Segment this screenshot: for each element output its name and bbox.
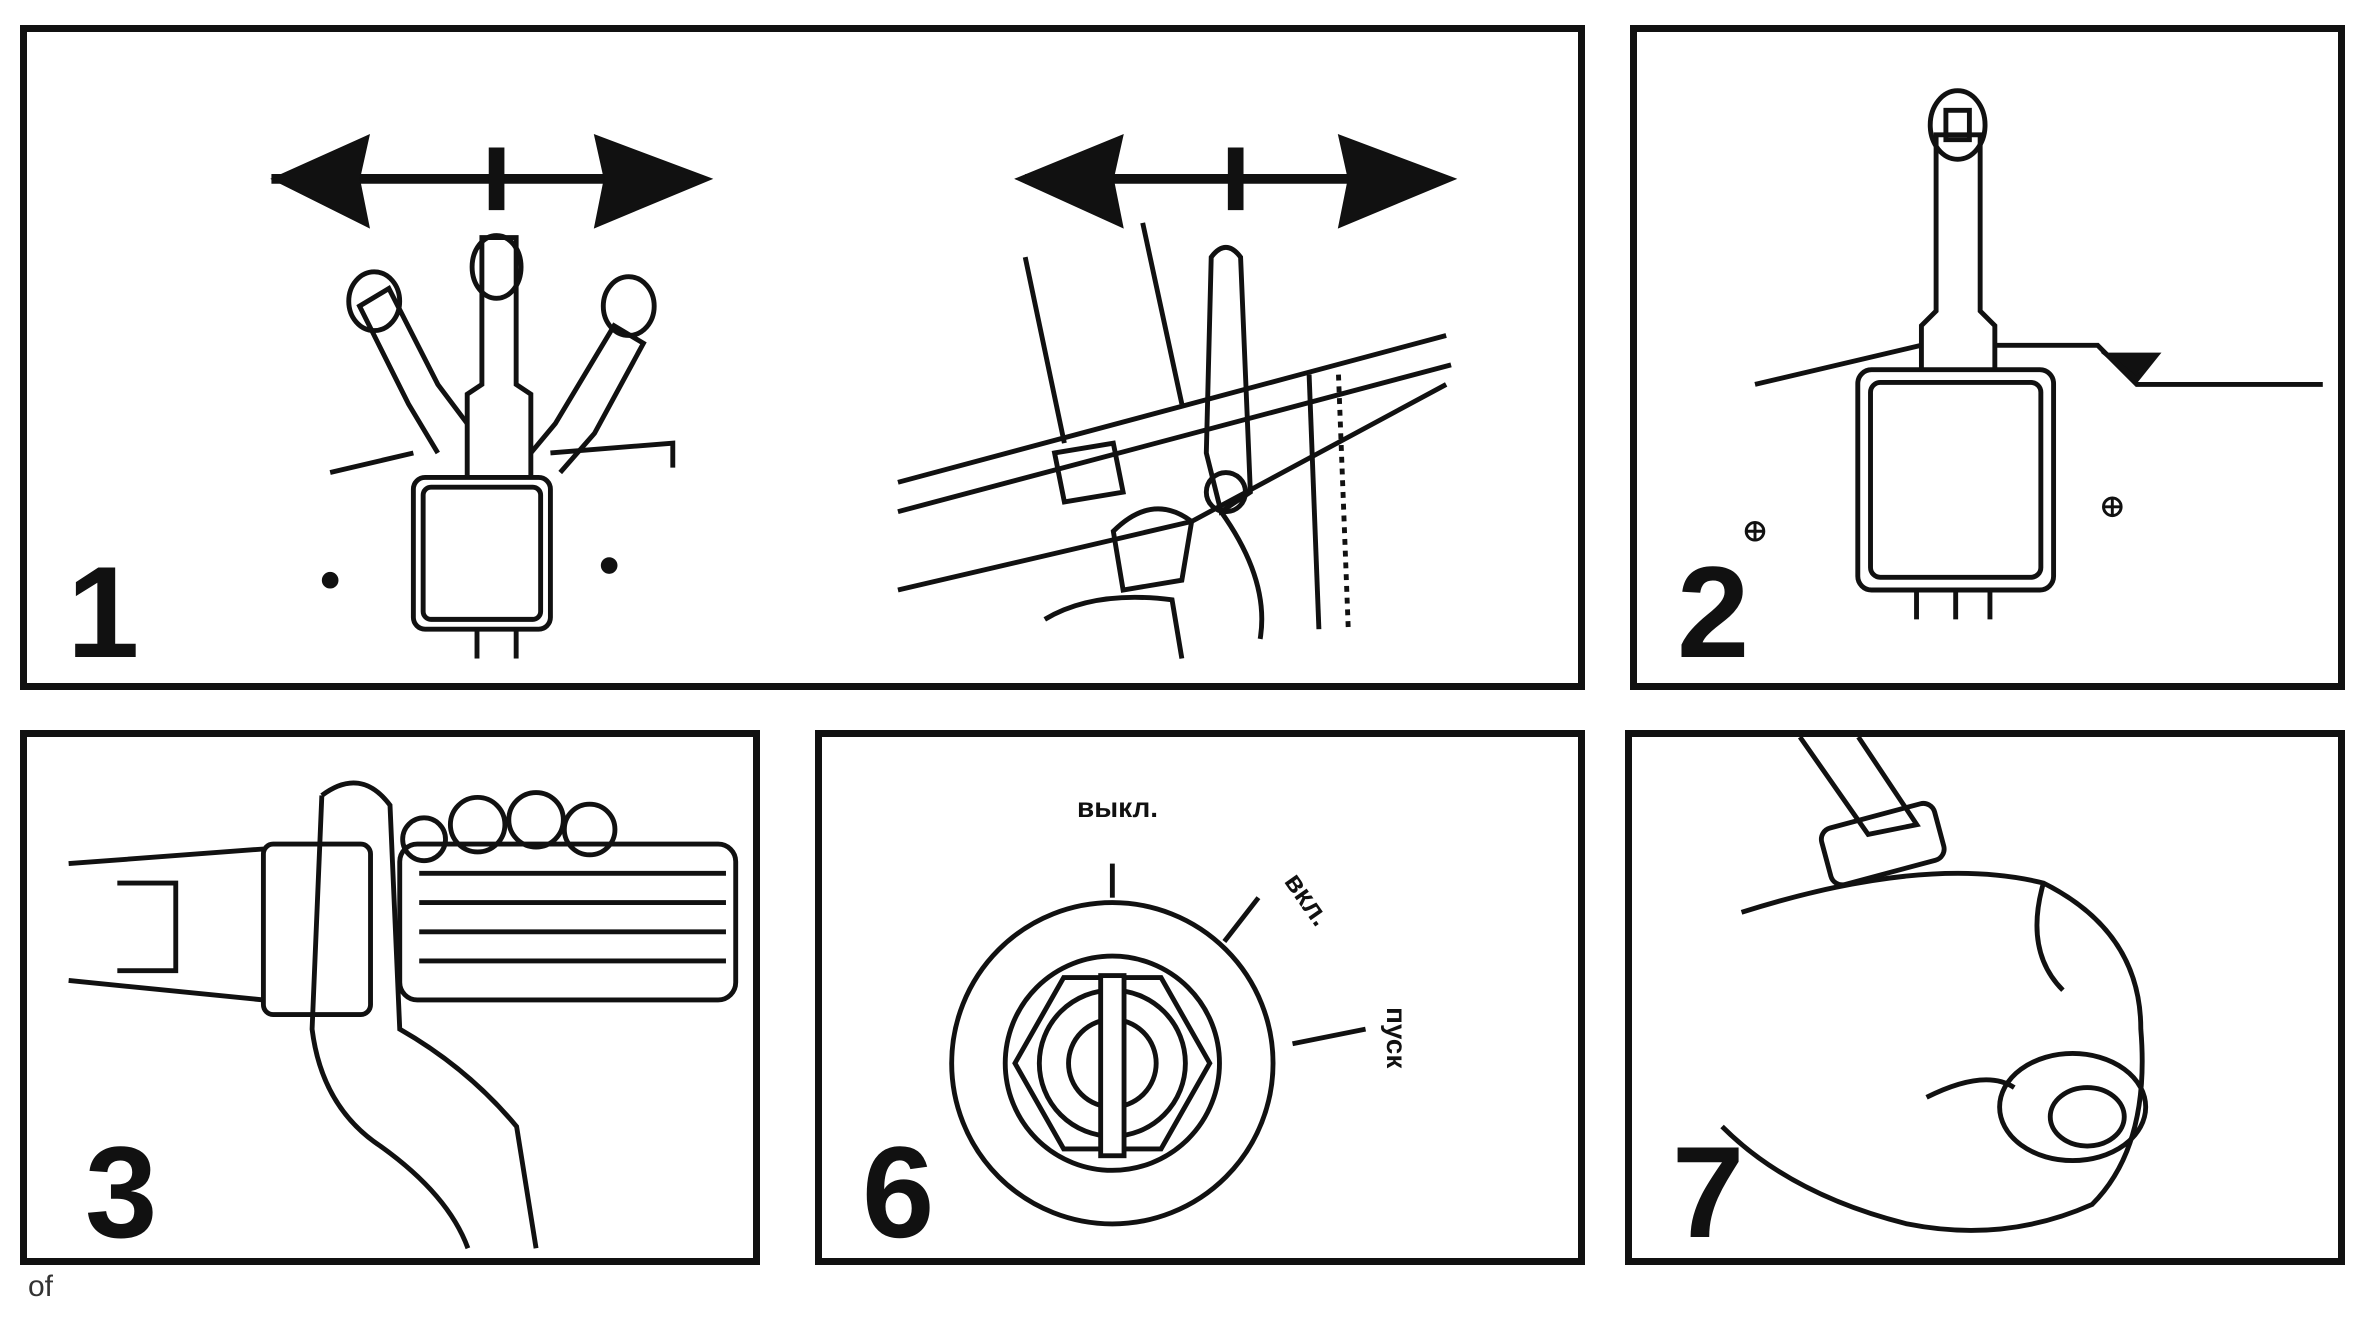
panel-6-illustration bbox=[949, 863, 1367, 1227]
panel-6: выкл. вкл. пуск 6 bbox=[815, 730, 1585, 1265]
panel-2-illustration bbox=[1744, 88, 2323, 620]
panel-3: 3 bbox=[20, 730, 760, 1265]
panel-1: 1 bbox=[20, 25, 1585, 690]
start-marker bbox=[1292, 1026, 1367, 1047]
throttle-grip-hand bbox=[68, 780, 739, 1250]
lever-neutral bbox=[1754, 88, 2323, 620]
motor-lever-sketch bbox=[897, 222, 1452, 659]
panel-6-number: 6 bbox=[862, 1119, 935, 1265]
panel-2: 2 bbox=[1630, 25, 2345, 690]
double-arrow-right bbox=[1014, 133, 1458, 229]
panel-1-illustration bbox=[270, 133, 1458, 659]
panel-1-number: 1 bbox=[67, 539, 140, 685]
panel-2-number: 2 bbox=[1677, 539, 1750, 685]
lever-positions bbox=[321, 233, 676, 659]
panel-7: 7 bbox=[1625, 730, 2345, 1265]
hand-on-knob bbox=[1720, 737, 2149, 1233]
footer-text: of bbox=[28, 1270, 54, 1303]
on-marker bbox=[1222, 896, 1261, 943]
switch-off-label: выкл. bbox=[1077, 792, 1159, 823]
crosshair-icons bbox=[1744, 496, 2123, 542]
panel-3-number: 3 bbox=[85, 1119, 158, 1265]
double-arrow-left bbox=[270, 133, 714, 229]
panel-7-number: 7 bbox=[1672, 1119, 1745, 1265]
panel-3-illustration bbox=[68, 780, 739, 1250]
switch-start-label: пуск bbox=[1381, 1007, 1412, 1069]
panel-7-illustration bbox=[1720, 737, 2149, 1233]
ignition-switch bbox=[949, 863, 1367, 1227]
